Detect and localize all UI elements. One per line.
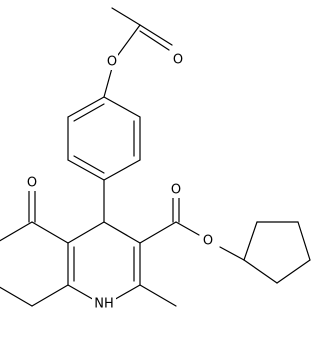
label-bg	[106, 54, 118, 70]
bond-ph-3	[103, 159, 141, 181]
bond-methyl-acetyl	[111, 7, 141, 26]
bond-cp-5	[243, 259, 278, 284]
bond-acetyl-to-oxygen	[117, 24, 141, 56]
acetoxy-group	[103, 7, 173, 98]
bond-ph-6	[67, 96, 105, 118]
label-bg	[202, 233, 214, 249]
bond-n1-c8a	[67, 284, 97, 302]
molecule-structure: O O O O O NH	[0, 7, 311, 312]
phenyl-ring	[67, 96, 141, 181]
bond-c5-c6	[0, 221, 33, 242]
ester-link-oxygen-top-label: O	[107, 55, 117, 70]
cyclopentyl-ring	[243, 221, 311, 284]
ester-group	[139, 197, 245, 261]
label-bg	[26, 175, 38, 191]
bond-cp-1	[243, 221, 258, 261]
bond-c4-c3	[103, 221, 141, 244]
ester-link-oxygen-label: O	[203, 234, 213, 249]
bond-ph-6-inner	[73, 103, 105, 122]
bond-c7-c8	[0, 286, 33, 307]
bond-c3-ester-c	[139, 221, 177, 244]
bond-ester-c-to-o	[175, 221, 200, 236]
bond-cp-4	[276, 259, 311, 284]
cyclohexenone-ring	[0, 221, 69, 307]
bond-cp-3	[297, 221, 311, 261]
bond-c2-methyl	[139, 284, 177, 307]
bond-ph-4	[67, 159, 105, 181]
ketone-oxygen-label: O	[27, 176, 37, 191]
dihydropyridine-ring	[67, 221, 141, 302]
bond-acetyl-carbonyl	[139, 24, 173, 46]
label-bg	[172, 52, 184, 68]
bond-ph-1	[103, 96, 141, 118]
atom-labels: O O O O O NH	[26, 52, 214, 312]
ester-carbonyl-oxygen-label: O	[171, 183, 181, 198]
bond-acetyl-carbonyl-double	[139, 30, 170, 51]
bond-c4a-c4	[67, 221, 105, 244]
ring-nitrogen-label: NH	[94, 297, 114, 312]
acetyl-carbonyl-oxygen-label: O	[173, 53, 183, 68]
bond-c2-n1	[111, 284, 141, 302]
bond-c8-c8a	[31, 284, 69, 307]
bond-o-to-cyclopentyl	[219, 246, 245, 261]
bond-c4a-c5	[31, 221, 69, 244]
bond-ph-4-inner	[73, 155, 105, 174]
label-bg	[170, 182, 182, 198]
label-bg	[92, 296, 116, 312]
bond-oxygen-to-ring	[103, 67, 113, 98]
